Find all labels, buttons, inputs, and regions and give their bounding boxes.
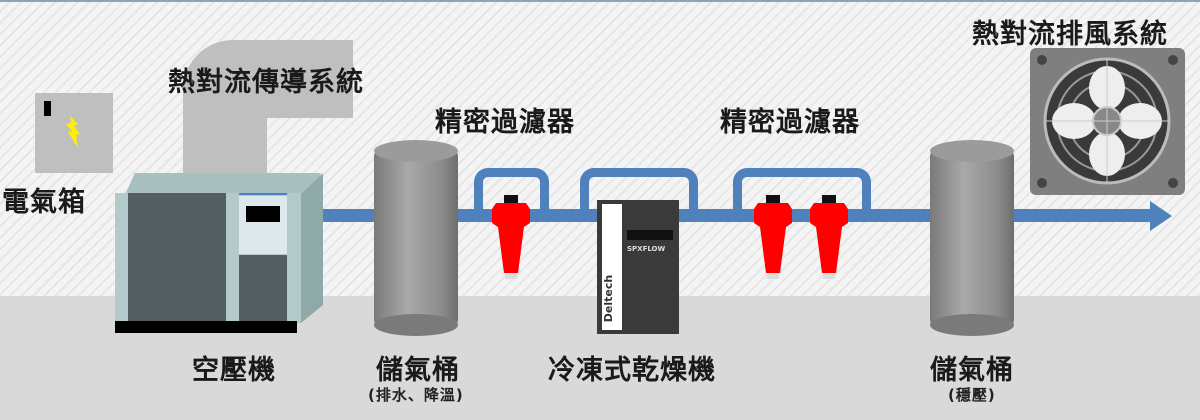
precision-filter-1 (492, 195, 530, 279)
tank-1-label: 儲氣桶 (376, 355, 460, 386)
filter-1-label: 精密過濾器 (435, 107, 575, 138)
heat-exhaust-label: 熱對流排風系統 (972, 19, 1168, 50)
filter-2-label: 精密過濾器 (720, 107, 860, 138)
tank-2-label: 儲氣桶 (930, 355, 1014, 386)
precision-filter-2b (810, 195, 848, 279)
exhaust-fan-icon (1030, 48, 1185, 195)
switch-icon (44, 101, 51, 116)
dryer-label: 冷凍式乾燥機 (548, 355, 716, 386)
dryer-model: SPXFLOW (627, 245, 666, 253)
dryer-display (627, 230, 673, 240)
flow-arrow-icon (1150, 201, 1172, 231)
filter-1-bypass (474, 168, 549, 214)
compressor-label: 空壓機 (192, 355, 276, 386)
lightning-icon (66, 116, 80, 148)
air-tank-2 (930, 140, 1014, 336)
dryer-bypass (580, 168, 698, 214)
air-compressor (115, 173, 325, 333)
precision-filter-2a (754, 195, 792, 279)
electrical-box-label: 電氣箱 (2, 187, 86, 218)
dryer-logo: Deltech (602, 274, 616, 323)
tank-1-note: (排水、降溫) (368, 386, 464, 404)
refrigerated-dryer: SPXFLOW Deltech (597, 200, 679, 334)
air-tank-1 (374, 140, 458, 336)
electrical-box (35, 93, 113, 173)
tank-2-note: (穩壓) (948, 386, 996, 404)
heat-conduction-label: 熱對流傳導系統 (168, 67, 364, 98)
filter-2-bypass (733, 168, 871, 214)
heat-duct (183, 40, 353, 180)
compressor-display (246, 206, 280, 222)
